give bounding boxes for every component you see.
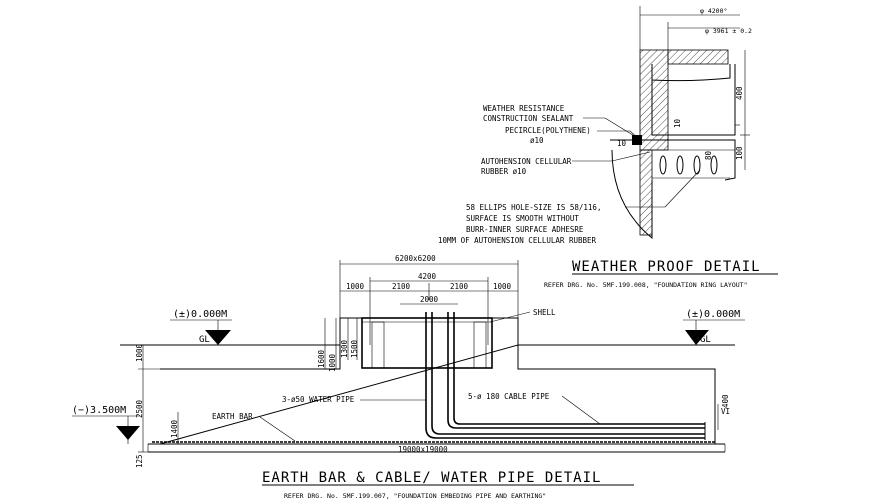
level-left: (±)0.000M: [173, 309, 227, 320]
dim-10b-label: 10: [617, 139, 627, 148]
shell-flange-hatch: [667, 49, 729, 65]
dim-1000-left-label: 1000: [346, 282, 365, 291]
dim-1300-label: 1300: [340, 339, 349, 358]
ellipse-hole: [693, 155, 701, 175]
dim-diameter-label: φ 4200°: [700, 7, 727, 15]
shell-outline: [361, 317, 493, 369]
dim-base-label: 19000x19000: [398, 445, 448, 454]
gl-marker-left: [205, 330, 231, 345]
dim-inner-label: φ 3961 ± 0.2: [705, 27, 752, 35]
label-water-pipe: 3-ø50 WATER PIPE: [282, 395, 355, 404]
callout-rubber-1: AUTOHENSION CELLULAR: [481, 157, 572, 166]
note-line-3: BURR-INNER SURFACE ADHESRE: [466, 225, 584, 234]
water-pipe: [425, 312, 705, 439]
cable-pipe: [453, 312, 705, 425]
dim-2500-label: 2500: [135, 399, 144, 418]
dim-4200-label: 4200: [418, 272, 437, 281]
foundation-block: [159, 344, 716, 445]
dim-1600-label: 1600: [317, 349, 326, 368]
gl-left: GL: [199, 335, 210, 345]
earth-bar-detail: 6200x6200 4200 1000 2100 2100 1000 2000 …: [72, 254, 745, 500]
callout-pe-2: ø10: [530, 136, 544, 145]
label-cable-pipe: 5-ø 180 CABLE PIPE: [468, 392, 550, 401]
dim-2000-label: 2000: [420, 295, 439, 304]
dim-400-label: 400: [721, 394, 730, 408]
base-curve: [611, 149, 653, 240]
dim-2100-right-label: 2100: [450, 282, 469, 291]
dim-top-label: 6200x6200: [395, 254, 436, 263]
base-top: [610, 139, 736, 181]
sealant-block: [632, 135, 642, 145]
dim-80-label: 80: [704, 150, 713, 160]
note-line-1: 58 ELLIPS HOLE-SIZE IS 58/116,: [466, 203, 601, 212]
callout-rubber-2: RUBBER ø10: [481, 167, 527, 176]
gl-right: GL: [700, 335, 711, 345]
shell-profile: [651, 64, 731, 82]
dim-125-label: 125: [135, 454, 144, 468]
dim-400-mark: VI: [721, 407, 730, 416]
shell-wall-hatch: [639, 49, 669, 151]
dim-height-label: 400: [735, 86, 744, 100]
ellipse-hole: [659, 155, 667, 175]
dim-1000-side-label: 1000: [135, 343, 144, 362]
callout-pe-1: PECIRCLE(POLYTHENE): [505, 126, 591, 135]
ellipse-hole: [710, 155, 718, 175]
shell-body: [651, 64, 736, 136]
weather-proof-detail: φ 4200° φ 3961 ± 0.2 400 100 80 10 10 WE…: [438, 6, 778, 289]
dim-1000v-label: 1000: [328, 353, 337, 372]
base-hatch: [639, 149, 653, 236]
dim-1400-label: 1400: [170, 419, 179, 438]
gl-marker-right: [685, 330, 709, 345]
dim-1000-right-label: 1000: [493, 282, 512, 291]
label-shell: SHELL: [533, 308, 556, 317]
cable-pipe: [447, 312, 705, 429]
water-pipe: [431, 312, 705, 435]
dim-10a-label: 10: [673, 118, 682, 128]
note-line-2: SURFACE IS SMOOTH WITHOUT: [466, 214, 579, 223]
weather-proof-refer: REFER DRG. No. 5MF.199.008, "FOUNDATION …: [544, 281, 748, 289]
level-low: (−)3.500M: [72, 405, 126, 416]
callout-sealant-2: CONSTRUCTION SEALANT: [483, 114, 574, 123]
earth-bar-refer: REFER DRG. No. 5MF.199.007, "FOUNDATION …: [284, 492, 546, 500]
dim-2100-left-label: 2100: [392, 282, 411, 291]
ellipse-hole: [676, 155, 684, 175]
dim-100-label: 100: [735, 146, 744, 160]
callout-sealant-1: WEATHER RESISTANCE: [483, 104, 565, 113]
weather-proof-title: WEATHER PROOF DETAIL: [572, 259, 761, 275]
label-earth-bar: EARTH BAR: [212, 412, 253, 421]
earth-bar-title: EARTH BAR & CABLE/ WATER PIPE DETAIL: [262, 470, 601, 486]
note-line-4: 10MM OF AUTOHENSION CELLULAR RUBBER: [438, 236, 597, 245]
level-right: (±)0.000M: [686, 309, 740, 320]
dim-1500-label: 1500: [350, 339, 359, 358]
